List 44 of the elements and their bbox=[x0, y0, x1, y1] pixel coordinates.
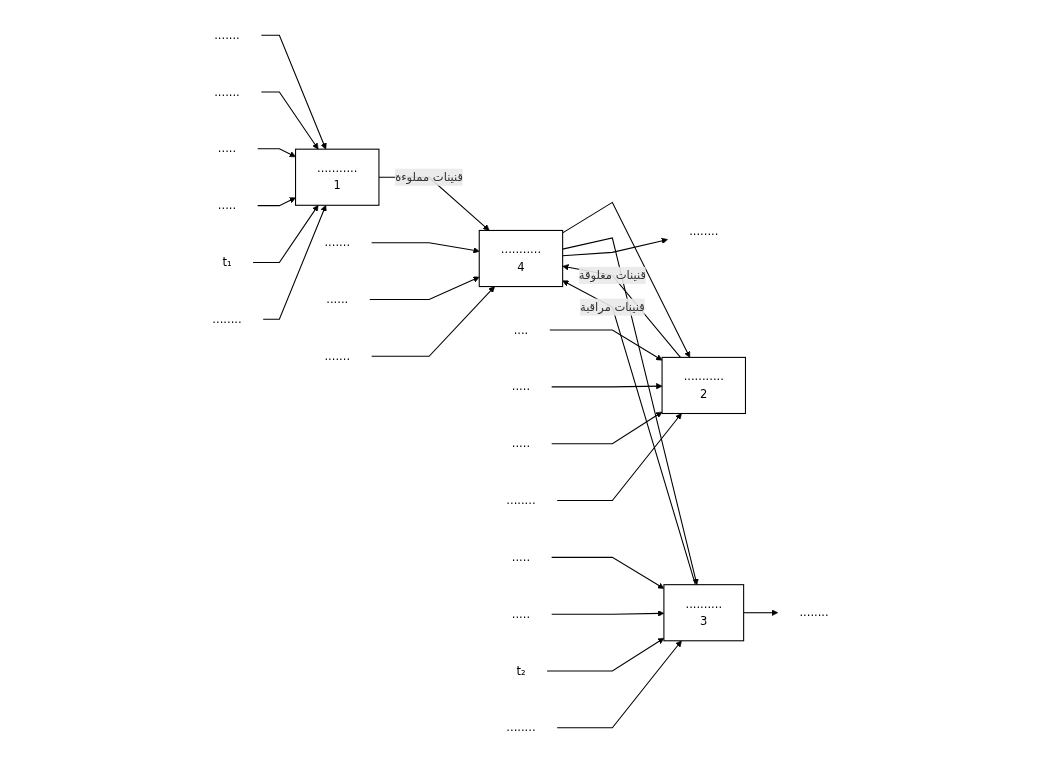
arrow bbox=[260, 91, 319, 150]
node-text: ........ bbox=[506, 493, 536, 507]
node-box: ........... 2 bbox=[661, 356, 746, 415]
node-text: ..... bbox=[511, 606, 531, 621]
arrow bbox=[369, 276, 480, 301]
node-text: ...... bbox=[326, 292, 349, 306]
arrow bbox=[556, 640, 682, 729]
arrow bbox=[551, 383, 663, 390]
node-text: .... bbox=[513, 322, 529, 337]
node-text: ..... bbox=[217, 198, 237, 213]
arrow bbox=[562, 237, 668, 257]
node-text: ..... bbox=[511, 379, 531, 394]
arrow bbox=[257, 148, 296, 158]
arrow bbox=[556, 413, 682, 502]
arrow bbox=[260, 34, 327, 150]
arrow bbox=[549, 329, 663, 361]
node-text: ....... bbox=[214, 27, 240, 42]
node-box: .......... 3 bbox=[663, 584, 745, 642]
arrow bbox=[551, 411, 663, 445]
node-text: ....... bbox=[324, 235, 351, 250]
edge-label: قنينات مملوءة bbox=[395, 170, 464, 184]
arrow bbox=[743, 609, 779, 616]
node-text: ....... bbox=[214, 84, 240, 99]
arrow bbox=[562, 201, 691, 358]
arrow bbox=[546, 637, 665, 672]
arrow bbox=[262, 205, 327, 320]
arrow bbox=[257, 197, 296, 207]
node-text: ........ bbox=[212, 312, 242, 326]
node-text: ........ bbox=[689, 223, 719, 238]
node-text: t₂ bbox=[516, 663, 526, 678]
arrow bbox=[371, 286, 495, 357]
node-text: ........ bbox=[799, 605, 829, 620]
arrow bbox=[252, 205, 319, 263]
node-text: t₁ bbox=[222, 255, 232, 269]
node-text: ........ bbox=[506, 720, 536, 735]
node-text: ..... bbox=[217, 141, 237, 156]
edge-label: قنينات مراقبة bbox=[579, 299, 645, 314]
node-box: ........... 1 bbox=[295, 148, 380, 206]
edge-label: قنينات مغلوقة bbox=[578, 268, 646, 282]
node-box: ........... 4 bbox=[478, 229, 564, 288]
node-text: ..... bbox=[511, 550, 531, 564]
node-text: ..... bbox=[511, 436, 531, 451]
node-text: ....... bbox=[324, 349, 351, 363]
arrow bbox=[371, 242, 480, 254]
